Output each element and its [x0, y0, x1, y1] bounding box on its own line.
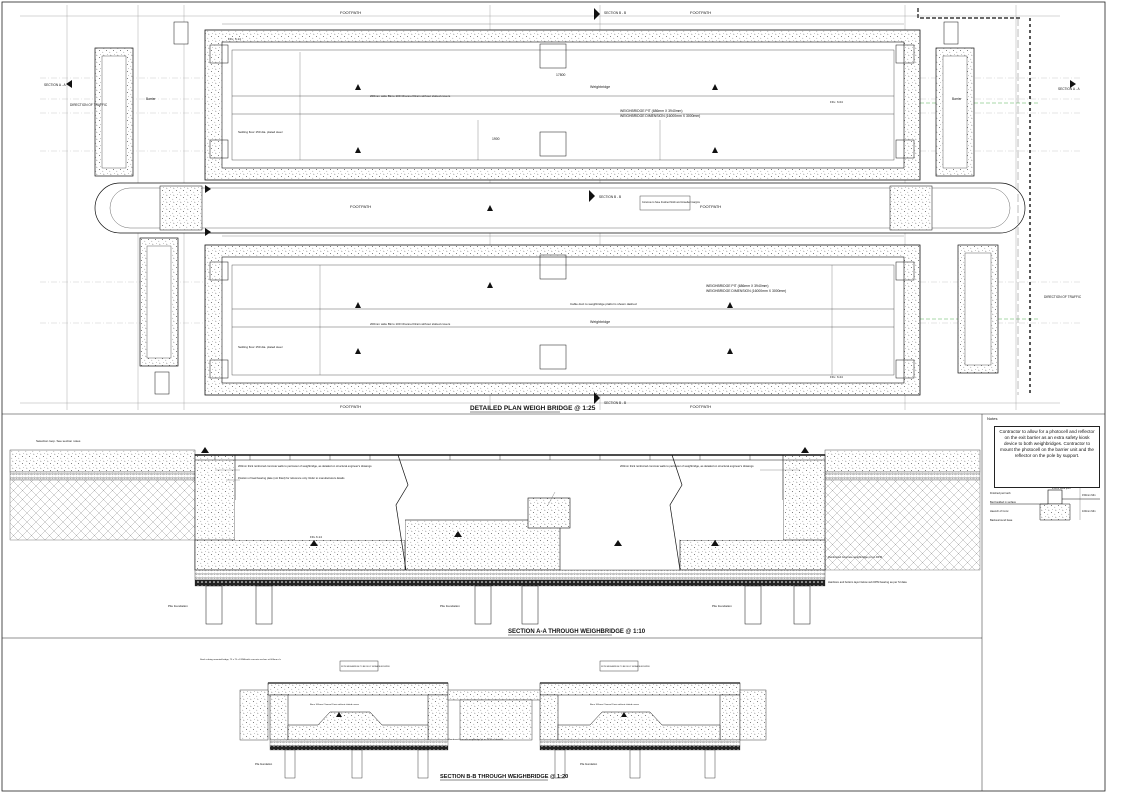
footpath-top-right: FOOTPATH [690, 10, 711, 15]
settling-floor-bottom: Settling floor 150 dia. plated steel [238, 345, 283, 349]
footpath-top: FOOTPATH [340, 10, 361, 15]
section-b-view: NOTE WEIGHBRIDGE TO BE FULLY SURFACE-MOU… [200, 658, 767, 781]
sec-a-note-plate: Position of load bearing plate (not fitt… [238, 476, 345, 480]
sec-a-note-pit-right: 200mm thick reinforced concrete walls to… [620, 464, 754, 468]
section-b-marker-top: SECTION B - B [604, 11, 626, 15]
island-note: Concrete to have brushed finish and trow… [642, 201, 701, 204]
kerb-base: Backsurround base [990, 518, 1013, 522]
section-b-right [539, 682, 741, 779]
weighbridge-dim-top: WEIGHBRIDGE DIMENSION (16000mm X 3000mm) [620, 114, 700, 118]
footpath-mid: FOOTPATH [350, 204, 371, 209]
plan-title: DETAILED PLAN WEIGH BRIDGE @ 1:25 [470, 405, 596, 412]
level-tag-3: FFL: 6.24 [830, 375, 843, 379]
kerb-finished: Finished peri kerb [990, 491, 1011, 495]
kerb-detail: 25mm wide joint Finished peri kerb Bed b… [990, 485, 1100, 522]
sec-b-note-channel-1: Birco 100mm Channel Drain without slotte… [310, 703, 360, 706]
channel-drain-bottom: 200mm wide Birco 100 Channel Drain witho… [370, 322, 451, 326]
sec-a-note-pile-2: Pile foundation [440, 604, 460, 608]
sec-b-note-channel-2: Birco 100mm Channel Drain without slotte… [590, 703, 640, 706]
direction-traffic-left: DIRECTION OF TRAFFIC [70, 103, 108, 107]
cable-duct: Cable duct to weighbridge platform shown… [570, 302, 637, 306]
kerb-dim-1: 150mm Min [1082, 493, 1096, 497]
footpath-bottom-right: FOOTPATH [690, 404, 711, 409]
sec-b-note-membrane: Membrane/Concrete weighbridge pit on DPM… [448, 738, 504, 741]
central-island [94, 182, 1026, 234]
kerb-haunch: Haunch of Conc [990, 509, 1009, 513]
direction-traffic-right: DIRECTION OF TRAFFIC [1044, 295, 1082, 299]
section-b-marker-mid: SECTION B - B [599, 195, 621, 199]
section-a-marker-left: SECTION A - A [44, 83, 66, 87]
sec-a-note-pile-3: Pile foundation [712, 604, 732, 608]
sec-b-note-pile-1: Pile foundation [255, 762, 273, 766]
sec-a-note-pile-1: Pile foundation [168, 604, 188, 608]
settling-floor-top: Settling floor 150 dia. plated steel [238, 130, 283, 134]
mid-dim: 1900 [492, 137, 500, 141]
kerb-bed: Bed bedded in surface [990, 500, 1017, 504]
level-tag-1: FFL: 6.14 [228, 37, 241, 41]
contractor-note: Contractor to allow for a photocell and … [994, 426, 1100, 488]
sec-b-note-heavy-2: NOTE WEIGHBRIDGE TO BE FULLY SURFACE-MOU… [601, 665, 651, 668]
sec-b-note-pile-2: Pile foundation [580, 762, 598, 766]
sec-a-level: FFL 6.14 [310, 535, 322, 539]
kerb-dim-2: 100mm Min [1082, 509, 1096, 513]
weighbridge-spec-bottom: WEIGHBRIDGE PIT (686mm X 3940mm) [706, 284, 769, 288]
sec-a-note-blinding: Hardcore and bottom layer below sub DPM … [828, 580, 907, 584]
sec-b-note-heavy-1: NOTE WEIGHBRIDGE TO BE FULLY SURFACE-MOU… [341, 665, 391, 668]
sec-a-note-left: Selection loop. See section notes [36, 439, 81, 443]
section-a-title: SECTION A-A THROUGH WEIGHBRIDGE @ 1:10 [508, 629, 646, 635]
barrier-label-right: Barrier [952, 97, 963, 101]
weighbridge-spec-top: WEIGHBRIDGE PIT (686mm X 3940mm) [620, 109, 683, 113]
section-b-marker-bottom: SECTION B - B [604, 401, 626, 405]
weighbridge-upper [204, 29, 921, 181]
plan-view: FOOTPATH FOOTPATH FOOTPATH FOOTPATH FOOT… [20, 5, 1082, 413]
sec-a-note-pit-left: 200mm thick reinforced concrete walls to… [238, 464, 372, 468]
section-markers [66, 8, 1076, 404]
sec-a-note-reinforced: Reinforced Concrete weighbridge pit on D… [828, 555, 883, 559]
section-a-view: Selection loop. See section notes 200mm … [9, 439, 981, 636]
section-a-marker-right: SECTION A - A [1058, 87, 1080, 91]
weighbridge-label-top: Weighbridge [590, 85, 610, 89]
section-b-title: SECTION B-B THROUGH WEIGHBRIDGE @ 1:20 [440, 774, 568, 780]
level-tag-2: FFL: 6.04 [830, 100, 843, 104]
weighbridge-label-bottom: Weighbridge [590, 320, 610, 324]
channel-drain-top: 200mm wide Birco 100 Channel Drain witho… [370, 94, 451, 98]
section-b-left [267, 682, 449, 779]
barrier-label-left: Barrier [146, 97, 157, 101]
footpath-mid-right: FOOTPATH [700, 204, 721, 209]
kerb-label: 25mm wide joint [1052, 486, 1071, 490]
notes-header: Notes [987, 416, 998, 421]
len-dim-top: 17800 [556, 73, 566, 77]
footpath-bottom: FOOTPATH [340, 404, 361, 409]
weighbridge-lower [204, 244, 921, 396]
sec-b-note-steel: Steel curbing mounted bridge, 75 x 75 x … [200, 658, 282, 661]
weighbridge-dim-bottom: WEIGHBRIDGE DIMENSION (16000mm X 3000mm) [706, 289, 786, 293]
